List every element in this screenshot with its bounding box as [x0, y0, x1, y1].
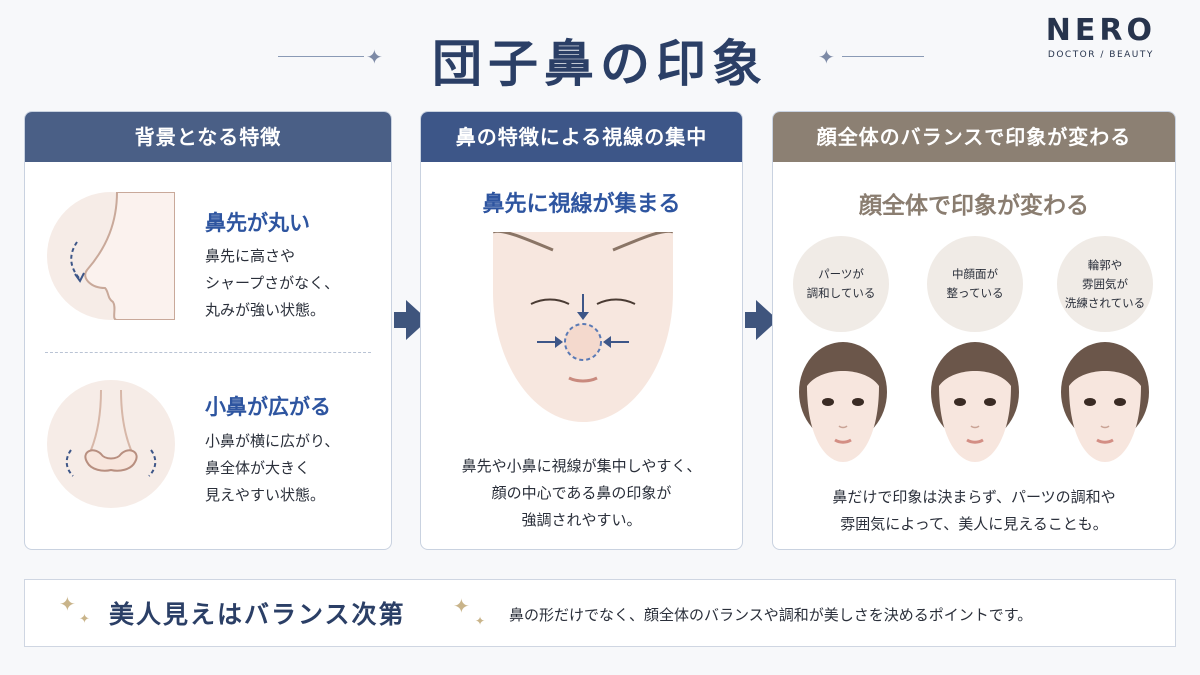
summary-banner: ✦ ✦ 美人見えはバランス次第 ✦ ✦ 鼻の形だけでなく、顔全体のバランスや調和…: [24, 579, 1176, 647]
divider: [45, 352, 371, 353]
balance-point-bubble: 中顔面が 整っている: [927, 236, 1023, 332]
summary-title: 美人見えはバランス次第: [109, 600, 406, 629]
brand-tagline: DOCTOR / BEAUTY: [1047, 50, 1154, 60]
nose-front-illustration: [47, 380, 175, 508]
page-title: 団子鼻の印象: [432, 34, 768, 93]
face-icon: [492, 229, 674, 422]
woman-face-icon: [1061, 342, 1149, 462]
face-gaze-illustration: [463, 229, 703, 432]
feature-title: 小鼻が広がる: [205, 395, 331, 419]
title-left-line: [278, 56, 364, 57]
sparkle-icon: ✦: [818, 45, 835, 69]
sparkle-icon: ✦: [366, 45, 383, 69]
arrow-stem: [745, 312, 759, 328]
sparkle-icon: ✦: [475, 614, 486, 628]
panel-gaze-focus: 鼻の特徴による視線の集中 鼻先に視線が集まる 鼻先や小鼻に視線が集中しやすく、 …: [420, 111, 743, 550]
face-illustration: [795, 336, 891, 472]
panel-background-features: 背景となる特徴 鼻先が丸い 鼻先に高さや シャープさがなく、 丸みが強い状態。 …: [24, 111, 392, 550]
brand-name: NERO: [1045, 13, 1156, 48]
nose-front-icon: [65, 389, 157, 477]
balance-point-bubble: 輪郭や 雰囲気が 洗練されている: [1057, 236, 1153, 332]
face-illustration: [927, 336, 1023, 472]
panel-text: 鼻先や小鼻に視線が集中しやすく、 顔の中心である鼻の印象が 強調されやすい。: [461, 457, 702, 529]
feature-text: 鼻先に高さや シャープさがなく、 丸みが強い状態。: [205, 247, 340, 319]
nose-profile-icon: [70, 191, 176, 321]
woman-face-icon: [931, 342, 1019, 462]
panel-heading: 鼻の特徴による視線の集中: [421, 112, 742, 162]
panel-overall-balance: 顔全体のバランスで印象が変わる 顔全体で印象が変わる パーツが 調和している 中…: [772, 111, 1176, 550]
nose-profile-illustration: [47, 191, 176, 321]
panel-subtitle: 鼻先に視線が集まる: [482, 192, 681, 217]
title-right-line: [842, 56, 924, 57]
arrow-stem: [394, 312, 408, 328]
panel-heading: 背景となる特徴: [25, 112, 391, 162]
face-illustration: [1057, 336, 1153, 472]
header: ✦ 団子鼻の印象 ✦: [0, 18, 1200, 98]
feature-title: 鼻先が丸い: [205, 211, 310, 235]
panel-text: 鼻だけで印象は決まらず、パーツの調和や 雰囲気によって、美人に見えることも。: [832, 488, 1116, 533]
brand-logo: NERO DOCTOR / BEAUTY: [1045, 13, 1156, 61]
feature-text: 小鼻が横に広がり、 鼻全体が大きく 見えやすい状態。: [205, 432, 340, 504]
panel-heading: 顔全体のバランスで印象が変わる: [773, 112, 1175, 162]
sparkle-icon: ✦: [59, 592, 76, 616]
balance-point-bubble: パーツが 調和している: [793, 236, 889, 332]
sparkle-icon: ✦: [79, 612, 90, 627]
sparkle-icon: ✦: [453, 594, 470, 618]
woman-face-icon: [799, 342, 887, 462]
summary-text: 鼻の形だけでなく、顔全体のバランスや調和が美しさを決めるポイントです。: [509, 606, 1033, 624]
panel-subtitle: 顔全体で印象が変わる: [859, 193, 1089, 219]
